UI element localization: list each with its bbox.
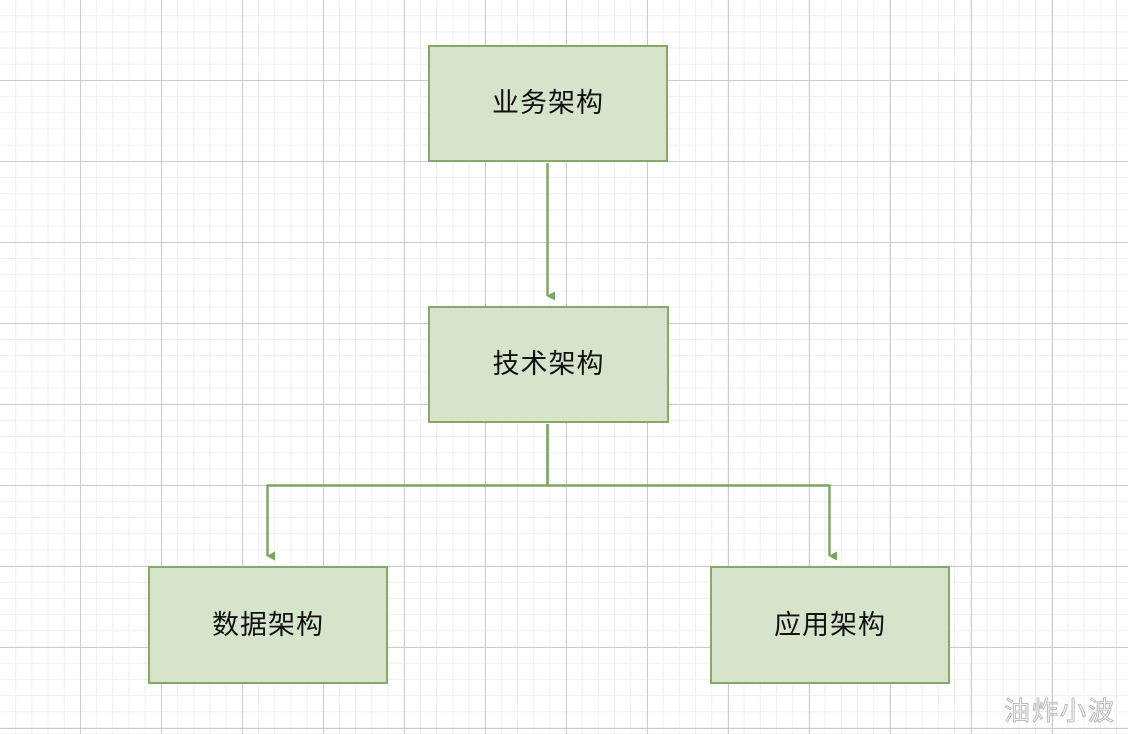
node-business-architecture[interactable]: 业务架构 bbox=[428, 45, 668, 162]
node-label: 技术架构 bbox=[492, 349, 605, 380]
node-label: 业务架构 bbox=[492, 88, 604, 119]
node-application-architecture[interactable]: 应用架构 bbox=[710, 566, 950, 684]
node-technical-architecture[interactable]: 技术架构 bbox=[428, 306, 669, 423]
edge-technical-to-app bbox=[546, 424, 838, 561]
node-label: 应用架构 bbox=[774, 609, 886, 641]
node-data-architecture[interactable]: 数据架构 bbox=[148, 566, 388, 684]
watermark: 油炸小波 bbox=[1003, 697, 1116, 728]
edge-technical-to-data bbox=[266, 424, 549, 561]
node-label: 数据架构 bbox=[212, 609, 324, 641]
